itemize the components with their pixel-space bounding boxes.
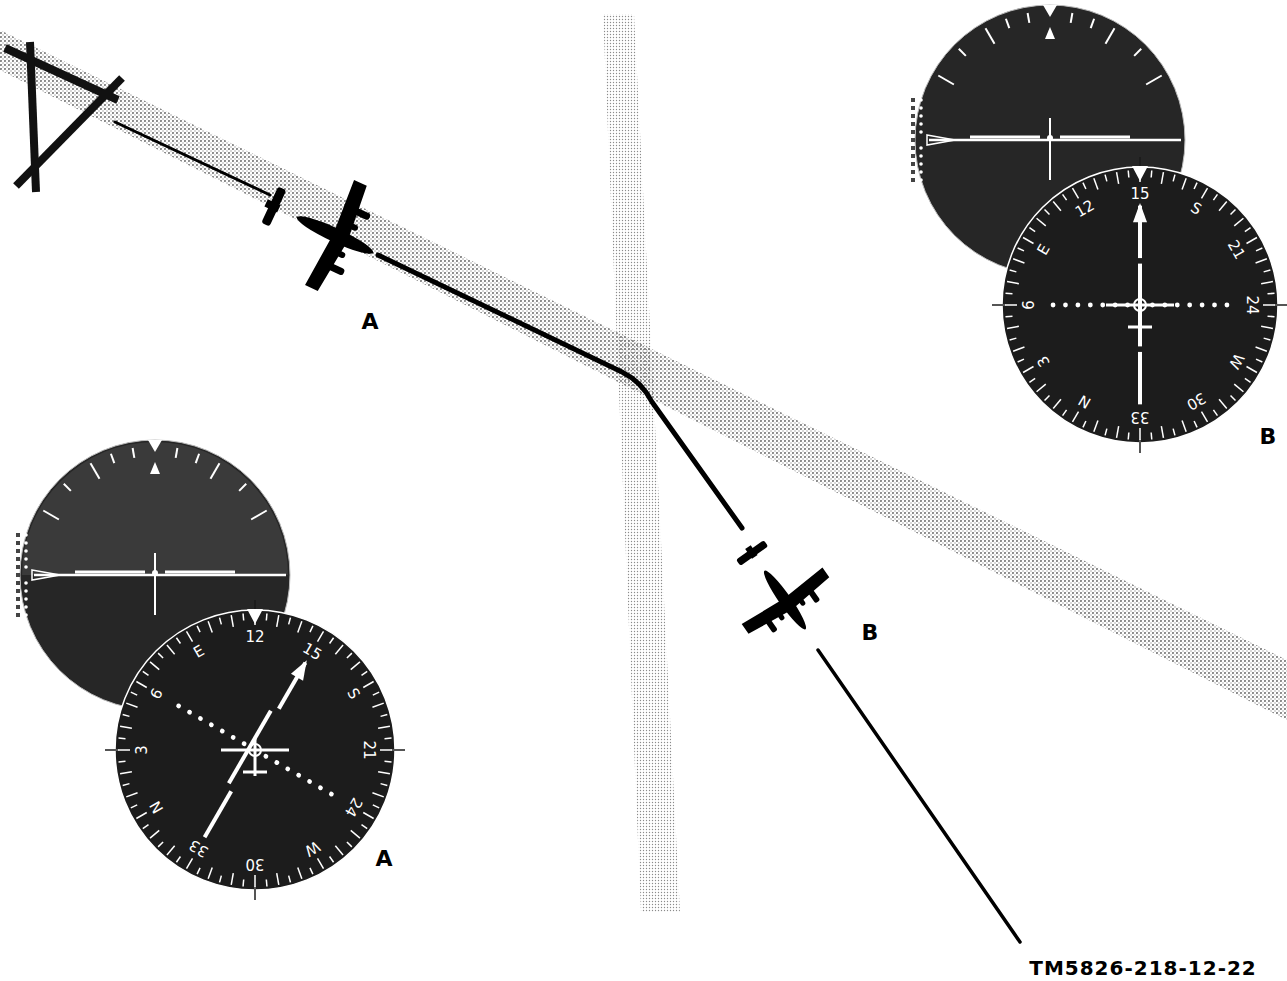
compass-card-label: 3 <box>135 745 150 755</box>
compass-card-label: 6 <box>1022 300 1037 310</box>
compass-card-label: 12 <box>245 630 264 645</box>
compass-card-label: 24 <box>1244 295 1259 314</box>
aircraft-a <box>242 150 398 305</box>
course-band <box>603 14 680 912</box>
hsi-a <box>105 600 405 900</box>
aircraft-position-letter: B <box>862 622 879 644</box>
compass-card-label: 21 <box>361 740 376 759</box>
instrument-letter: B <box>1260 426 1277 448</box>
aircraft-b <box>708 519 846 658</box>
hsi-b <box>992 157 1287 453</box>
instrument-letter: A <box>375 848 392 870</box>
figure-number: TM5826-218-12-22 <box>1029 958 1257 978</box>
compass-card-label: 30 <box>245 856 264 871</box>
compass-card-label: 33 <box>1130 409 1149 424</box>
compass-card-label: 15 <box>1130 187 1149 202</box>
aircraft-position-letter: A <box>361 311 378 333</box>
station-symbol <box>5 42 122 192</box>
